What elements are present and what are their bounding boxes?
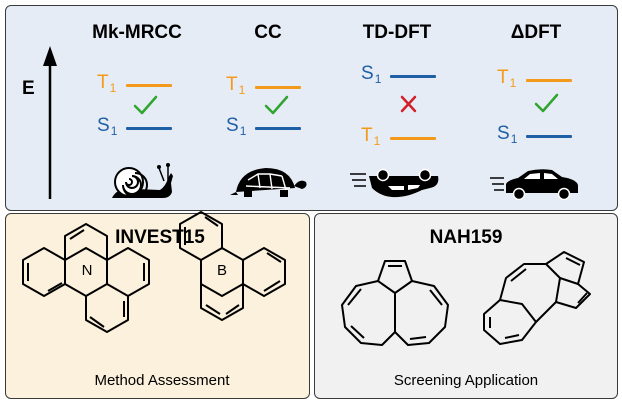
boron-atom: B: [217, 262, 227, 279]
method-heading-tddft: TD-DFT: [362, 22, 432, 43]
tddft-lower-state-label: T1: [361, 125, 381, 148]
mkmrcc-lower-state-label: S1: [97, 115, 118, 138]
cc-upper-level: [255, 86, 301, 89]
aza-phenalene-molecule: [22, 223, 150, 333]
turtle-icon: [230, 168, 307, 197]
check-icon: [534, 93, 559, 113]
method-heading-cc: CC: [254, 22, 282, 43]
methods-panel: [5, 5, 618, 211]
nah159-title: NAH159: [429, 227, 503, 248]
check-icon: [133, 95, 158, 115]
azulenoid-molecule-2: [483, 251, 591, 345]
tddft-lower-level: [390, 137, 436, 140]
deltadft-lower-state-label: S1: [497, 123, 518, 146]
azulenoid-molecule-1: [341, 260, 449, 346]
deltadft-upper-state-label: T1: [497, 67, 517, 90]
crashed-car-icon: [350, 168, 439, 198]
check-icon: [264, 95, 289, 115]
bora-phenalene-molecule: [179, 211, 286, 321]
cc-lower-level: [255, 127, 301, 130]
tddft-upper-state-label: S1: [361, 63, 382, 86]
cc-lower-state-label: S1: [226, 115, 247, 138]
invest15-title: INVEST15: [115, 227, 205, 248]
cc-upper-state-label: T1: [226, 74, 246, 97]
nitrogen-atom: N: [82, 262, 93, 279]
method-heading-mkmrcc: Mk-MRCC: [92, 22, 182, 43]
snail-icon: [112, 163, 173, 198]
fast-car-icon: [490, 169, 578, 201]
deltadft-lower-level: [526, 135, 572, 138]
mkmrcc-lower-level: [126, 127, 172, 130]
mkmrcc-upper-level: [126, 84, 172, 87]
invest15-panel: [5, 213, 310, 399]
tddft-upper-level: [390, 75, 436, 78]
invest15-caption: Method Assessment: [94, 372, 230, 389]
nah159-caption: Screening Application: [393, 372, 539, 389]
method-heading-deltadft: ΔDFT: [510, 22, 562, 43]
cross-icon: [400, 95, 417, 113]
mkmrcc-upper-state-label: T1: [97, 72, 117, 95]
energy-axis-label: E: [22, 78, 35, 99]
deltadft-upper-level: [526, 79, 572, 82]
